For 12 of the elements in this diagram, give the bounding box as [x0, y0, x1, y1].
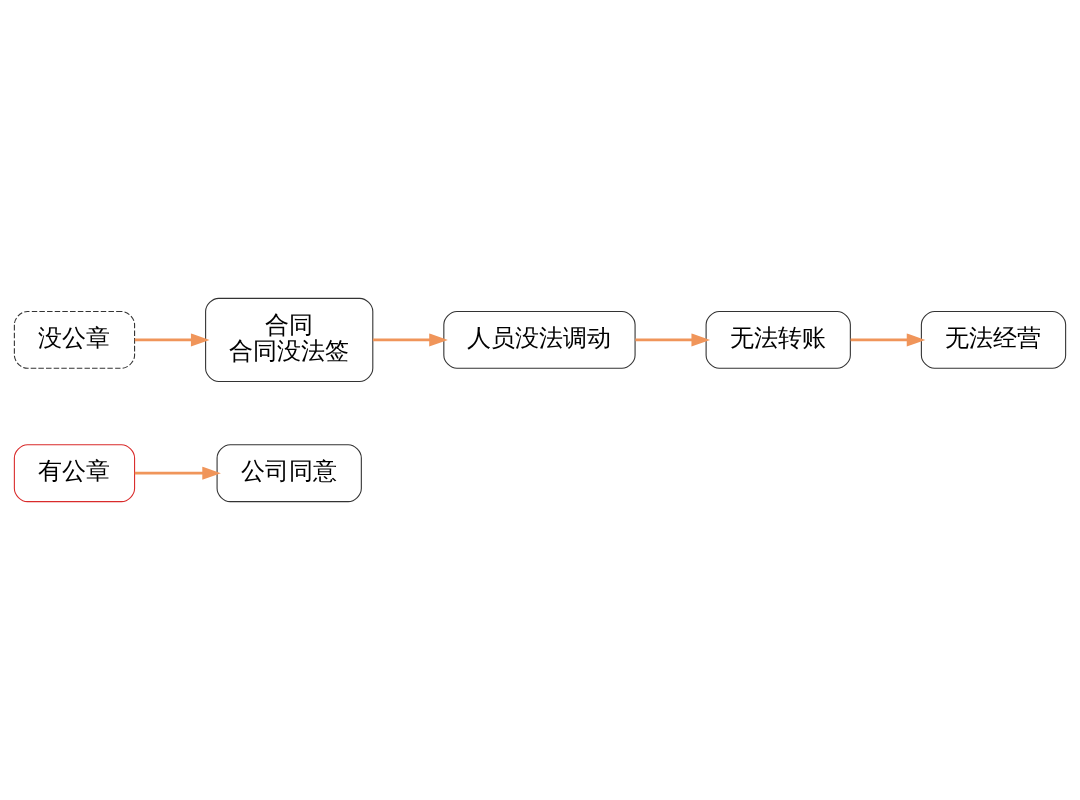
node-box: 没公章 [13, 310, 136, 369]
node-box: 有公章 [13, 444, 136, 503]
node-box: 无法经营 [920, 310, 1067, 369]
node-box: 公司同意 [216, 444, 362, 503]
arrow [372, 333, 448, 347]
node-box: 无法转账 [705, 310, 851, 369]
arrow [134, 466, 221, 480]
node-box: 合同 合同没法签 [205, 297, 374, 382]
arrow [635, 333, 711, 347]
node-box: 人员没法调动 [443, 310, 636, 369]
arrow [850, 333, 926, 347]
arrow [134, 333, 210, 347]
